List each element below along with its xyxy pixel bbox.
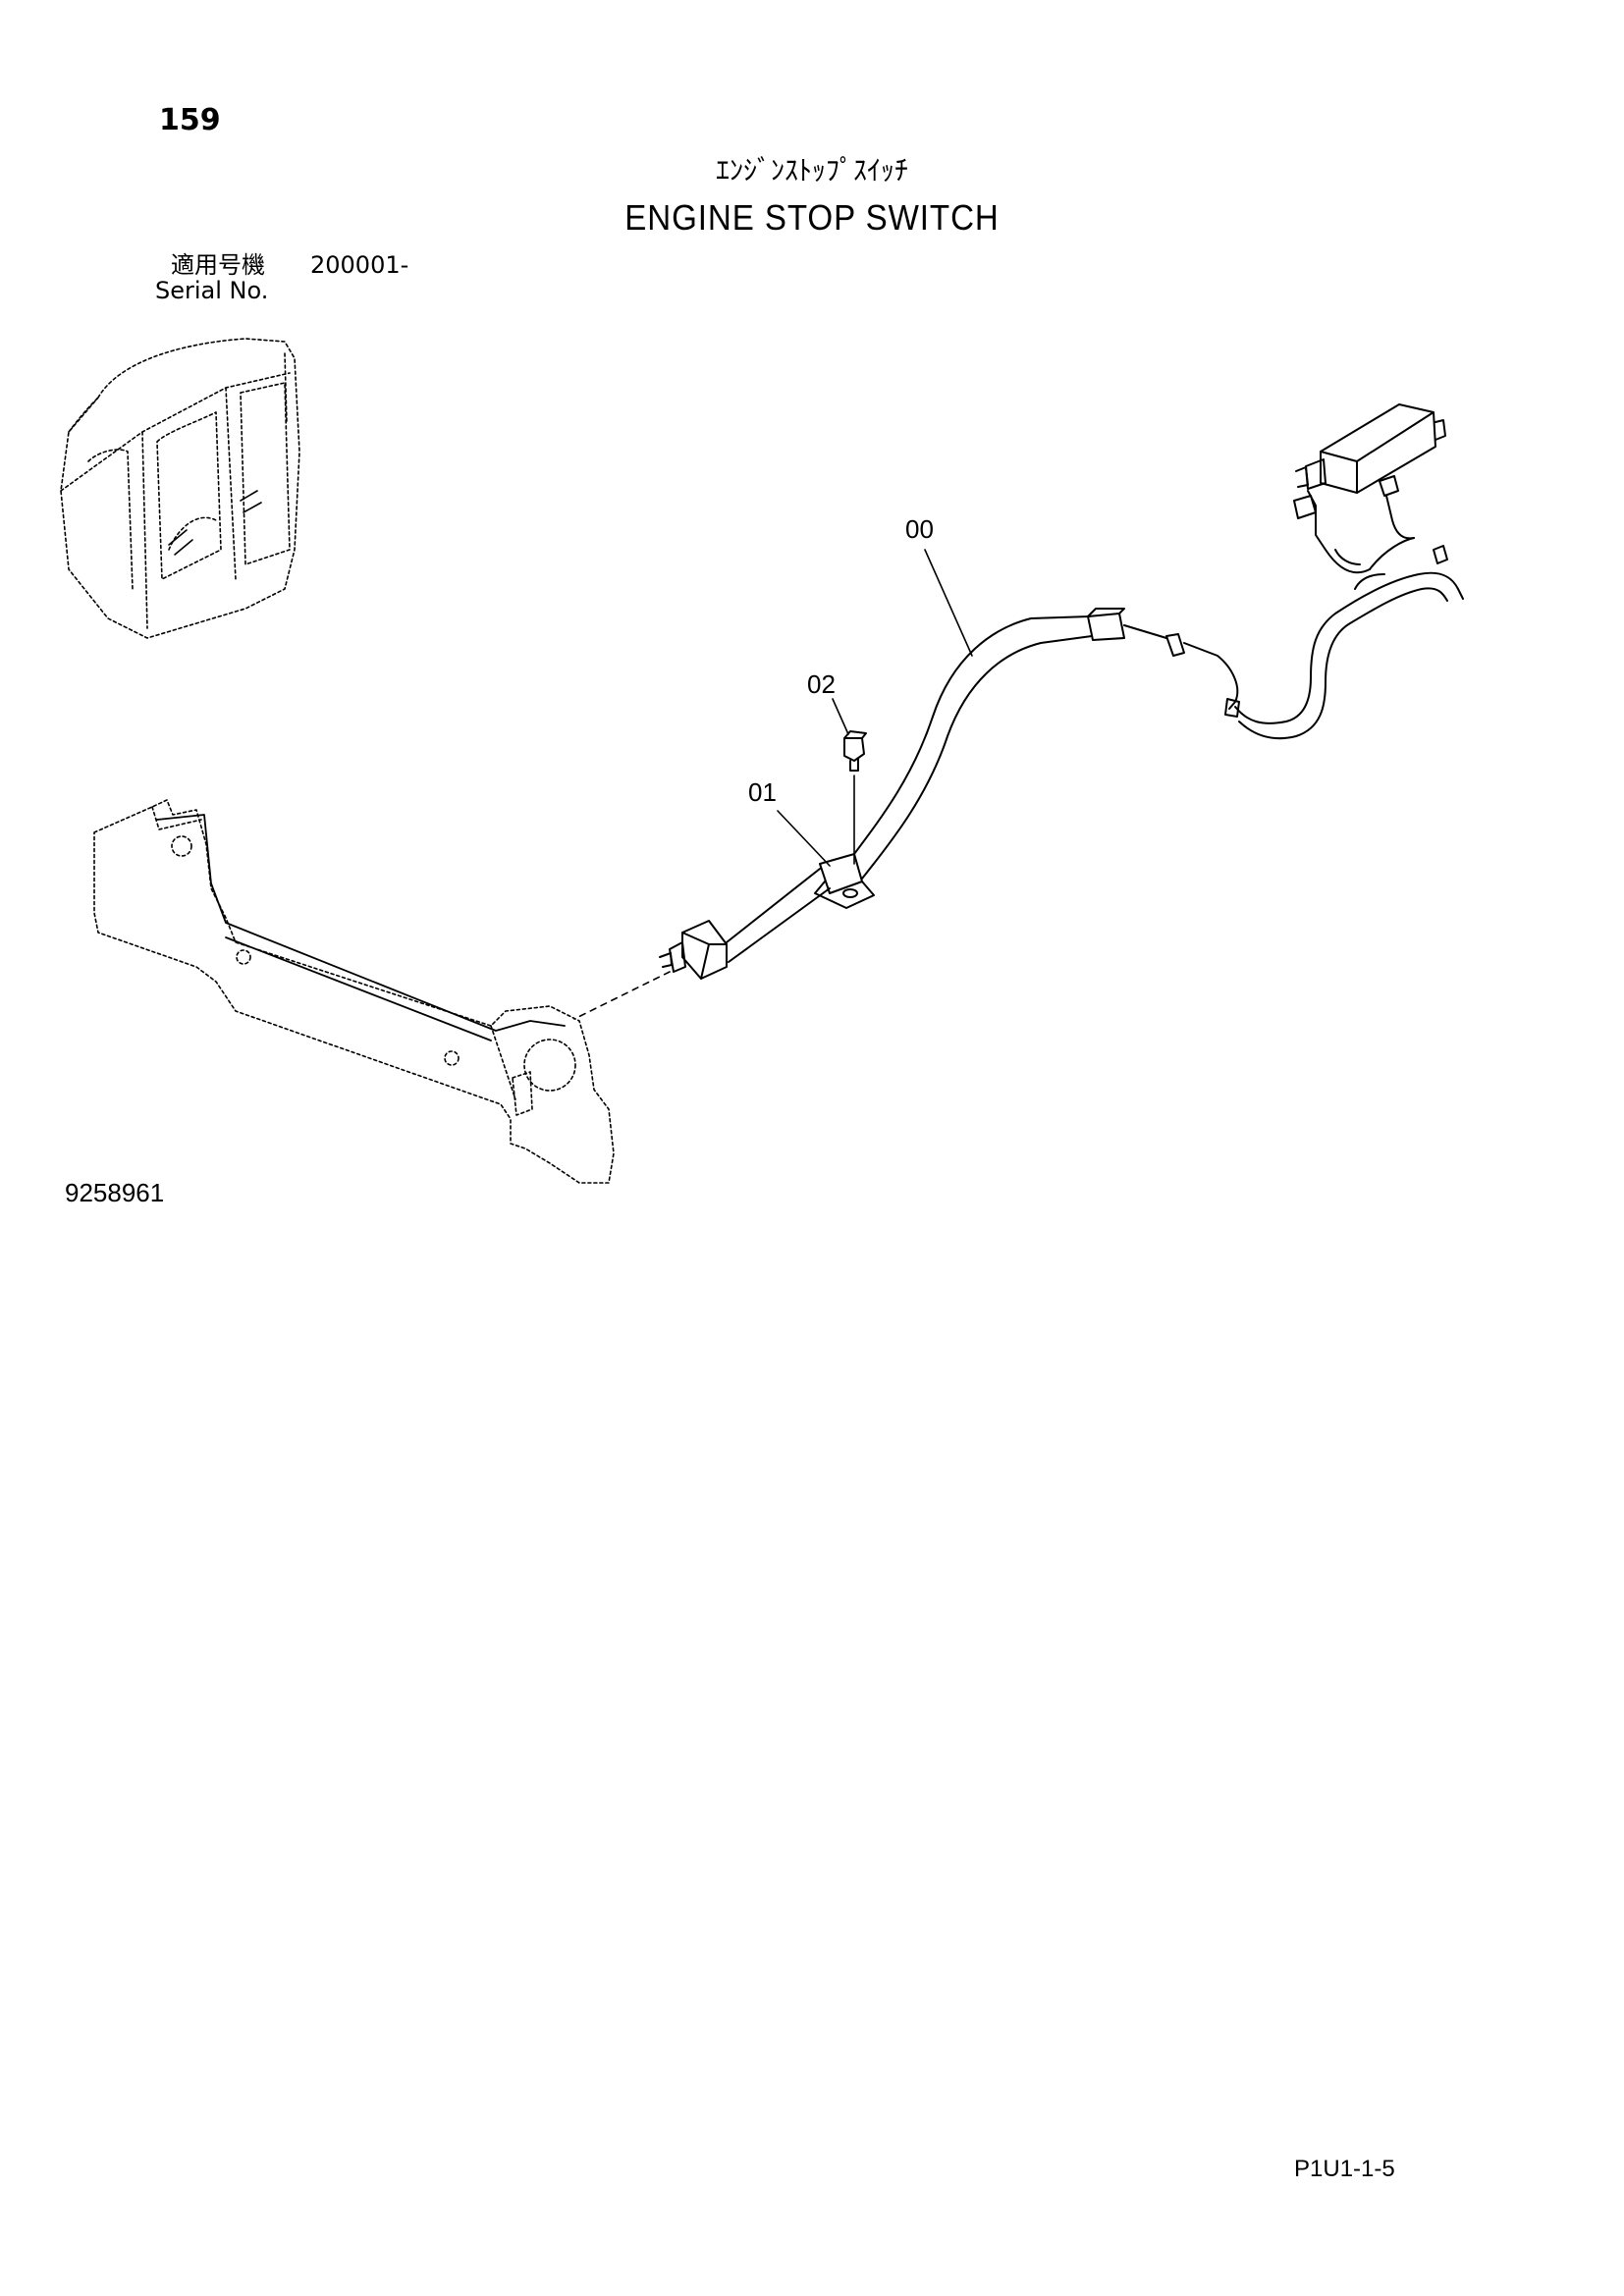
serial-number-value: 200001- xyxy=(310,251,409,279)
cable-clamp xyxy=(814,853,875,909)
controller-unit xyxy=(1293,403,1448,574)
callout-bolt-02: 02 xyxy=(807,669,836,699)
harness-cable xyxy=(853,615,1093,880)
page-number: 159 xyxy=(159,103,221,137)
callout-harness-00: 00 xyxy=(905,514,934,544)
switch-cable xyxy=(726,868,831,963)
callout-clamp-01: 01 xyxy=(748,777,777,807)
cab-overview-illustration xyxy=(60,338,300,639)
cab-switch-marks xyxy=(168,490,262,556)
engine-stop-switch xyxy=(659,920,728,980)
callout-leaders xyxy=(777,549,973,867)
mount-leader-line xyxy=(573,971,671,1020)
serial-label-english: Serial No. xyxy=(155,277,269,304)
title-english: ENGINE STOP SWITCH xyxy=(624,197,1000,238)
title-japanese: ｴﾝｼﾞﾝｽﾄｯﾌﾟｽｲｯﾁ xyxy=(715,154,908,187)
bolt xyxy=(843,730,867,865)
drawing-number: 9258961 xyxy=(65,1178,165,1207)
serial-label-japanese: 適用号機 xyxy=(171,251,265,279)
main-harness xyxy=(1234,537,1464,740)
harness-connector xyxy=(1087,608,1240,718)
console-panel xyxy=(93,799,615,1184)
console-panel-edge xyxy=(156,814,566,1041)
page-code: P1U1-1-5 xyxy=(1294,2156,1395,2182)
